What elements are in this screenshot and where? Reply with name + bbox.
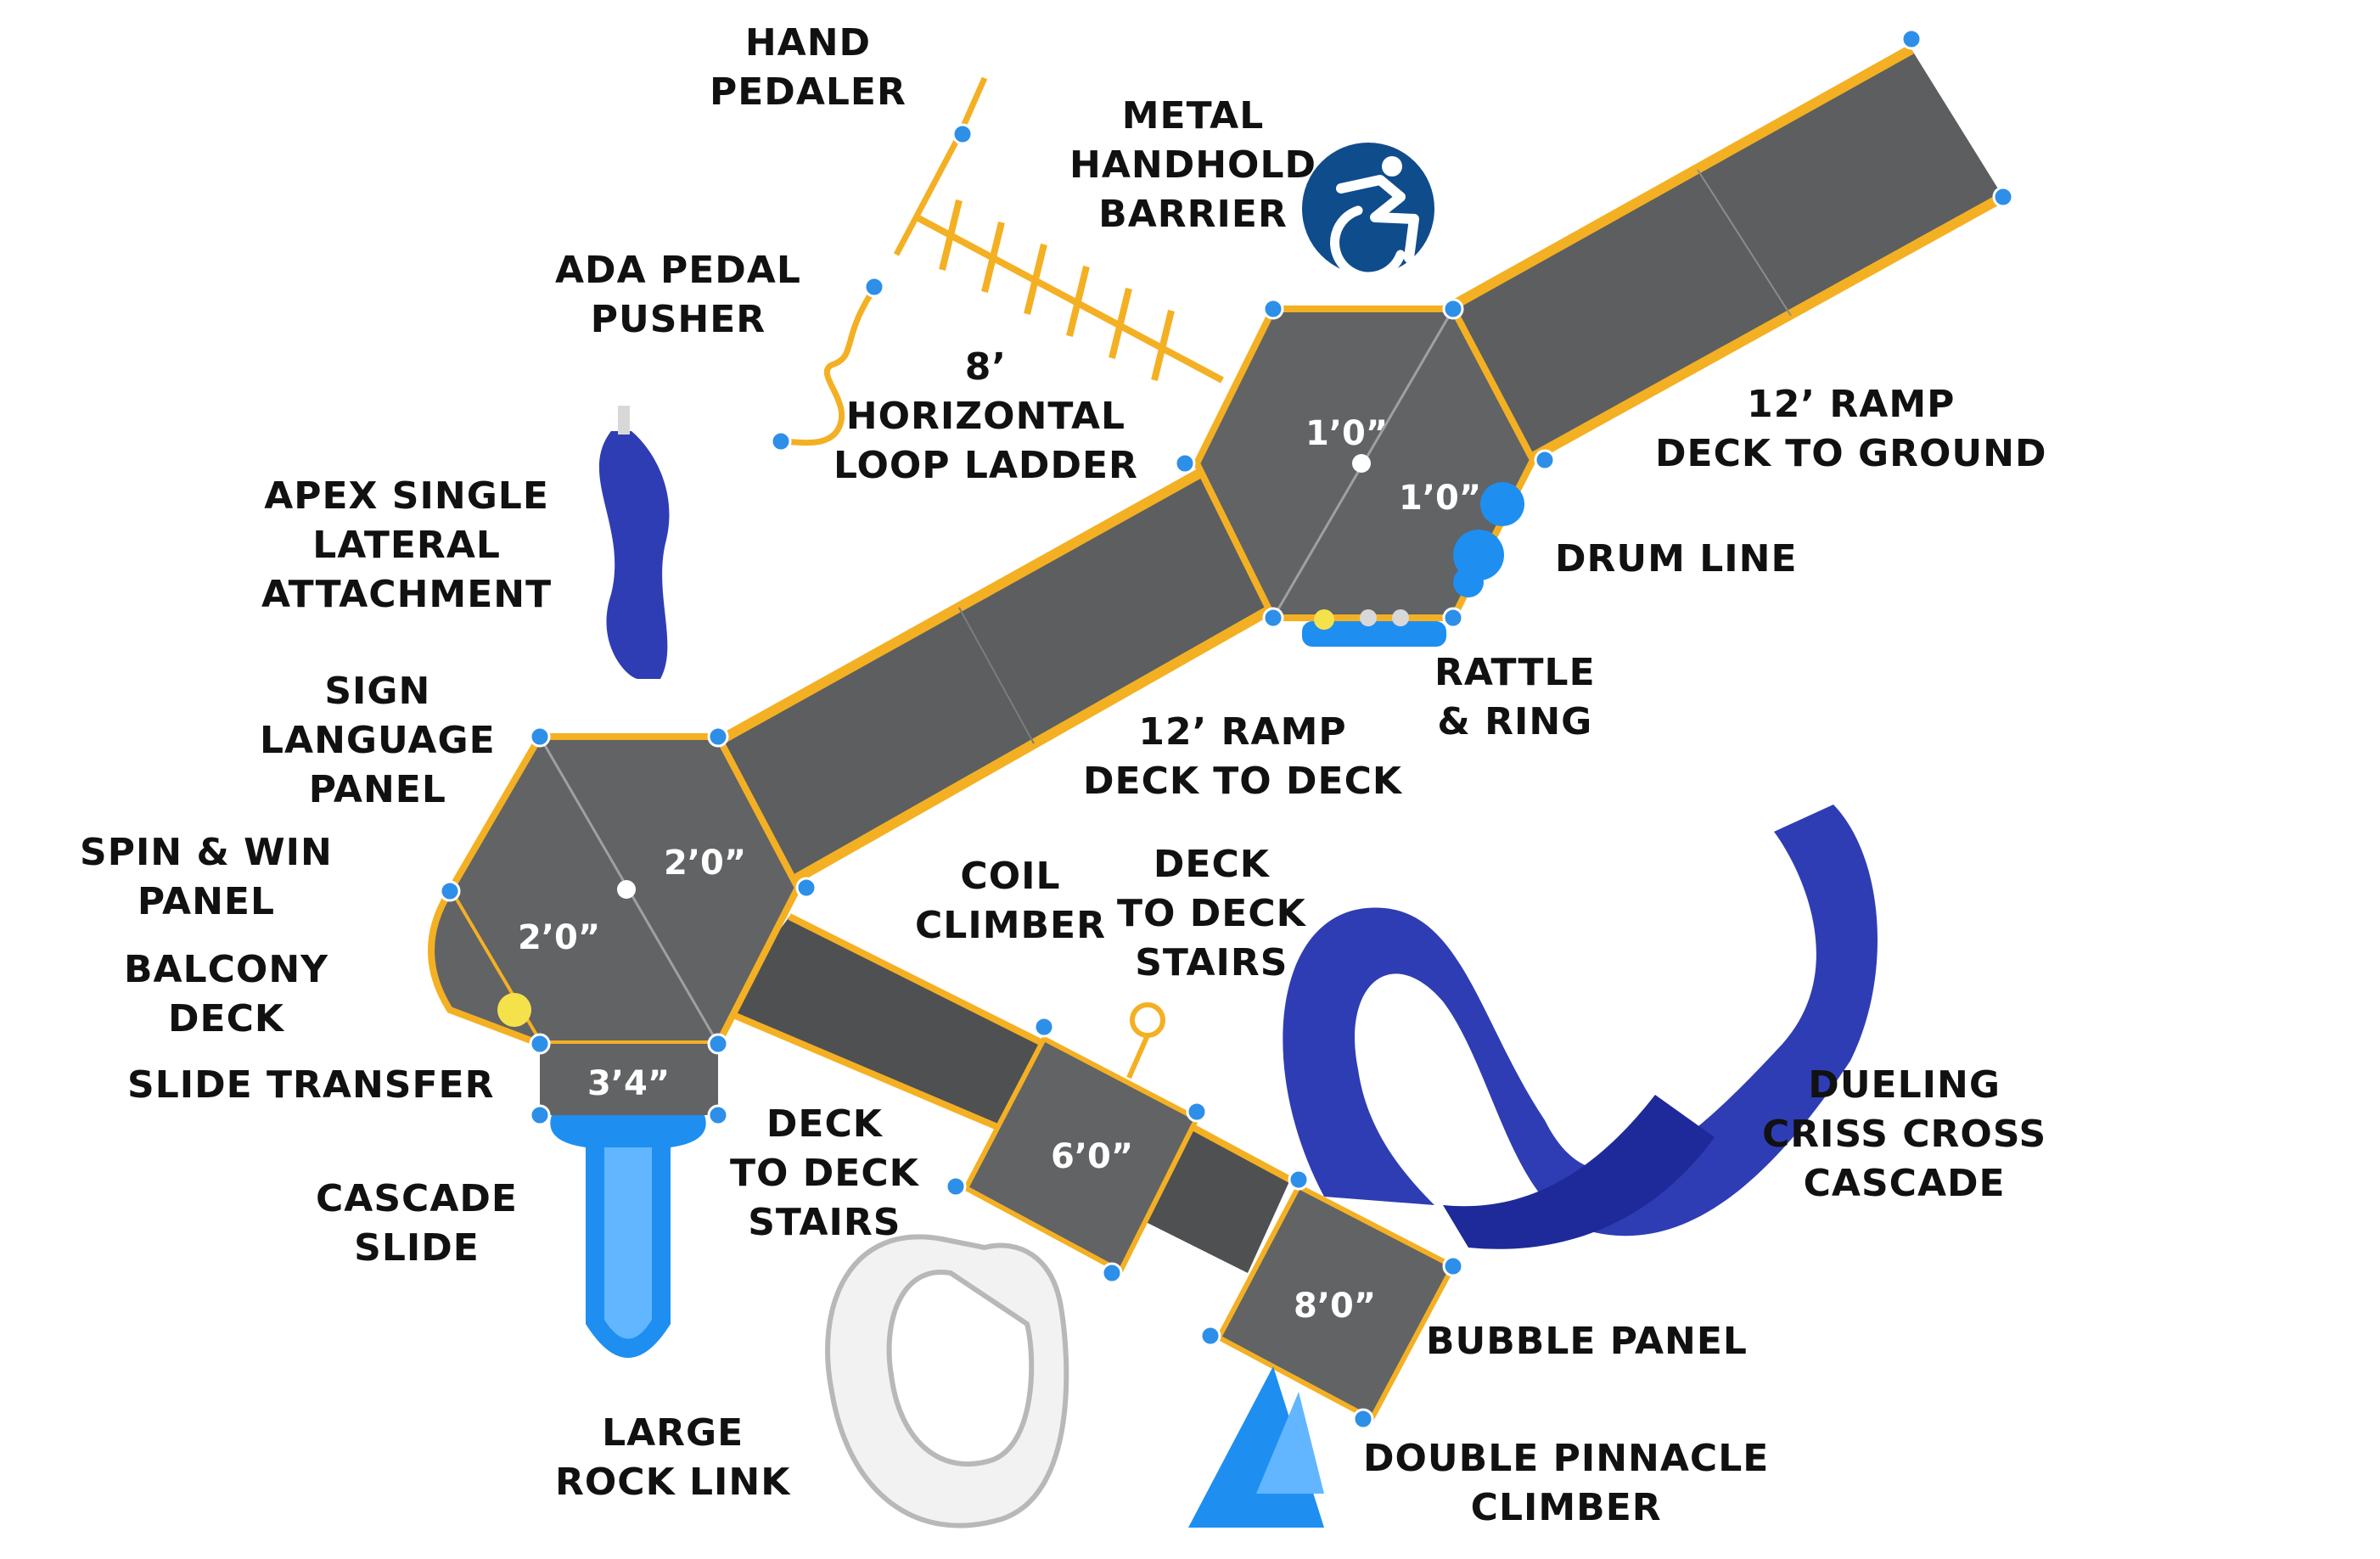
- deck-height-middle: 6’0”: [1051, 1137, 1133, 1176]
- deck-height-right: 8’0”: [1294, 1287, 1376, 1326]
- drum-line: [1453, 482, 1524, 597]
- label-slide-transfer: SLIDE TRANSFER: [127, 1063, 495, 1107]
- label-apex-single-lateral: APEX SINGLE LATERAL ATTACHMENT: [261, 474, 553, 616]
- cascade-slide: [550, 1115, 706, 1358]
- deck-height-top-left: 1’0”: [1305, 414, 1388, 453]
- label-horizontal-loop-ladder: 8’ HORIZONTAL LOOP LADDER: [834, 345, 1138, 487]
- horizontal-loop-ladder: [915, 199, 1224, 384]
- apex-single-lateral-attachment: [598, 406, 670, 679]
- label-hand-pedaler: HAND PEDALER: [710, 21, 907, 114]
- deck-height-top-right: 1’0”: [1399, 479, 1481, 518]
- connectors: [439, 28, 2014, 1430]
- label-drum-line: DRUM LINE: [1555, 537, 1798, 580]
- label-deck-stairs-lower: DECK TO DECK STAIRS: [730, 1102, 919, 1244]
- label-bubble-panel: BUBBLE PANEL: [1426, 1320, 1748, 1363]
- label-coil-climber: COIL CLIMBER: [915, 855, 1106, 947]
- deck-height-transfer: 3’4”: [587, 1064, 670, 1103]
- slide-transfer-deck: 3’4”: [540, 1044, 718, 1115]
- label-ramp-deck-to-ground: 12’ RAMP DECK TO GROUND: [1655, 383, 2047, 475]
- label-sign-language-panel: SIGN LANGUAGE PANEL: [260, 670, 496, 811]
- label-ada-pedal-pusher: ADA PEDAL PUSHER: [555, 249, 801, 341]
- label-large-rock-link: LARGE ROCK LINK: [555, 1411, 791, 1504]
- label-balcony-deck: BALCONY DECK: [124, 948, 329, 1040]
- double-pinnacle-climber: [1188, 1366, 1324, 1528]
- deck-middle: 6’0”: [962, 1035, 1201, 1276]
- deck-right: 8’0”: [1215, 1182, 1457, 1423]
- label-rattle-ring: RATTLE & RING: [1434, 651, 1596, 743]
- coil-climber: [1126, 1002, 1165, 1080]
- deck-height-left-upper: 2’0”: [664, 844, 746, 883]
- deck-to-deck-stairs-lower: [720, 913, 1046, 1132]
- deck-upper-hexagon: 1’0” 1’0”: [1193, 306, 1537, 621]
- label-ramp-deck-to-deck: 12’ RAMP DECK TO DECK: [1083, 710, 1402, 803]
- rattle-and-ring: [1302, 609, 1446, 647]
- ramp-deck-to-ground: [1432, 44, 2006, 465]
- ada-pedal-pusher: [780, 287, 877, 446]
- label-deck-stairs-upper: DECK TO DECK STAIRS: [1117, 843, 1306, 984]
- deck-height-left-lower: 2’0”: [518, 918, 600, 957]
- label-dueling-criss-cross: DUELING CRISS CROSS CASCADE: [1762, 1063, 2047, 1205]
- deck-left-hexagon: 2’0” 2’0”: [428, 733, 802, 1047]
- label-cascade-slide: CASCADE SLIDE: [316, 1177, 518, 1270]
- label-metal-handhold-barrier: METAL HANDHOLD BARRIER: [1069, 94, 1317, 236]
- label-spin-win-panel: SPIN & WIN PANEL: [80, 831, 333, 923]
- wheelchair-accessibility-icon: [1302, 143, 1434, 282]
- ramp-deck-to-deck: [709, 465, 1283, 888]
- dueling-criss-cross-cascade: [1283, 805, 1878, 1249]
- large-rock-link: [825, 1234, 1069, 1528]
- label-double-pinnacle: DOUBLE PINNACLE CLIMBER: [1363, 1437, 1770, 1529]
